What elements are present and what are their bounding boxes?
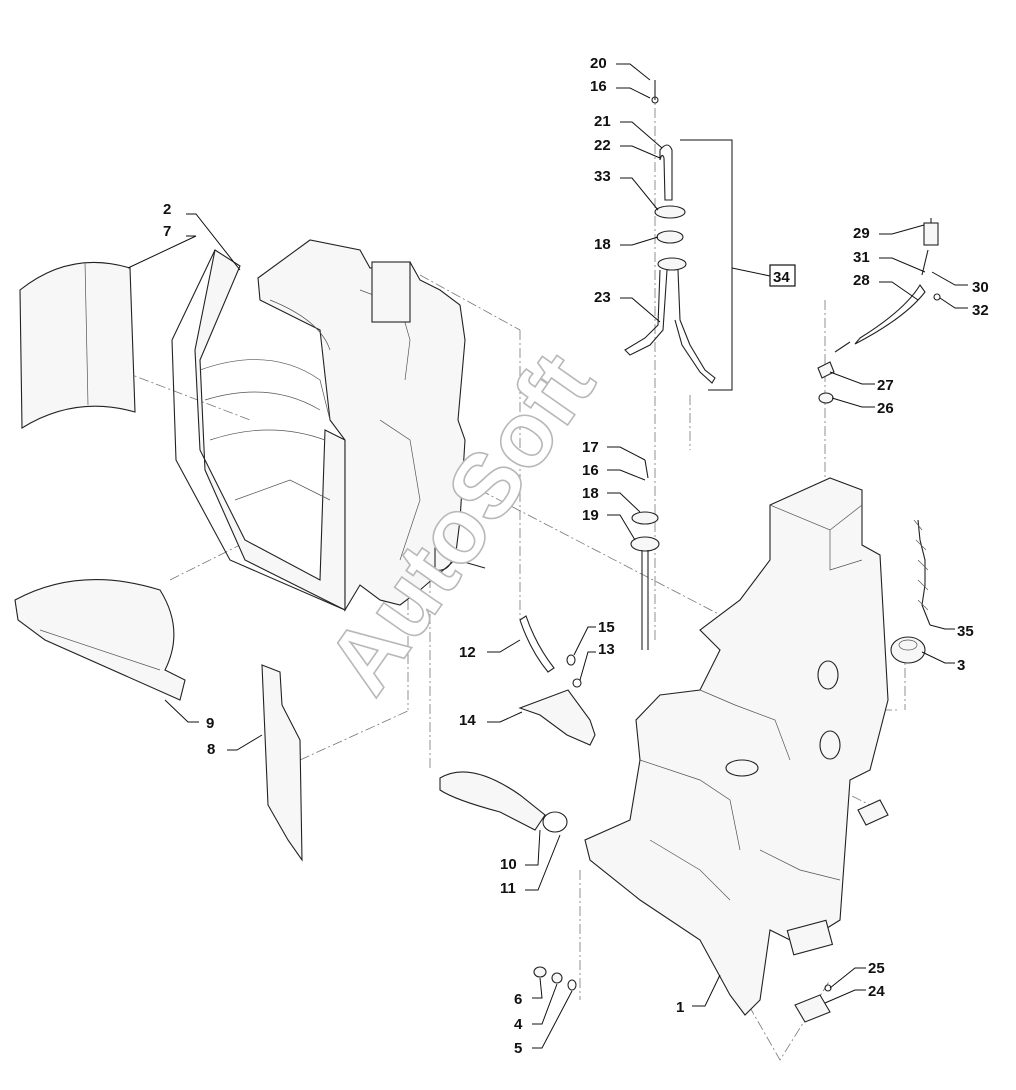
callout-34: 34 <box>773 269 790 286</box>
callout-18a: 18 <box>594 236 611 253</box>
callout-11: 11 <box>500 880 516 897</box>
callout-19: 19 <box>582 507 599 524</box>
callout-16a: 16 <box>590 78 607 95</box>
callout-2: 2 <box>163 201 171 218</box>
callout-14: 14 <box>459 712 476 729</box>
callout-17: 17 <box>582 439 599 456</box>
sender-assembly-34 <box>624 80 733 391</box>
callout-20: 20 <box>590 55 607 72</box>
heat-shield-8 <box>261 664 303 862</box>
callout-26: 26 <box>877 400 894 417</box>
insulation-pad-7 <box>19 261 136 429</box>
callout-25: 25 <box>868 960 885 977</box>
hose-10 <box>439 771 546 831</box>
callout-35: 35 <box>957 623 974 640</box>
callout-32: 32 <box>972 302 989 319</box>
vent-assembly <box>817 218 941 404</box>
center-parts <box>439 459 660 833</box>
callout-22: 22 <box>594 137 611 154</box>
callout-34-box <box>769 264 796 287</box>
bottom-pad-9 <box>14 579 186 701</box>
callout-23: 23 <box>594 289 611 306</box>
callout-15: 15 <box>598 619 615 636</box>
callout-12: 12 <box>459 644 476 661</box>
callout-27: 27 <box>877 377 894 394</box>
callout-24: 24 <box>868 983 885 1000</box>
callout-30: 30 <box>972 279 989 296</box>
right-tank-assembly <box>533 477 931 1023</box>
callout-33: 33 <box>594 168 611 185</box>
callout-8: 8 <box>207 741 215 758</box>
callout-1: 1 <box>676 999 684 1016</box>
callout-labels: 2 7 9 8 12 15 13 14 10 11 17 16 18 19 20… <box>127 55 989 1057</box>
callout-28: 28 <box>853 272 870 289</box>
chain-35 <box>917 519 931 626</box>
callout-10: 10 <box>500 856 517 873</box>
callout-21: 21 <box>594 113 611 130</box>
callout-16b: 16 <box>582 462 599 479</box>
left-tank-assembly <box>14 239 486 862</box>
callout-29: 29 <box>853 225 870 242</box>
callout-18b: 18 <box>582 485 599 502</box>
callout-6: 6 <box>514 991 522 1008</box>
filler-neck-block <box>371 261 411 323</box>
callout-4: 4 <box>514 1016 523 1033</box>
bracket-14 <box>518 689 596 746</box>
callout-7: 7 <box>163 223 171 240</box>
callout-5: 5 <box>514 1040 522 1057</box>
callout-3: 3 <box>957 657 965 674</box>
callout-31: 31 <box>853 249 870 266</box>
right-tank-body <box>584 477 889 1016</box>
callout-9: 9 <box>206 715 214 732</box>
callout-13: 13 <box>598 641 615 658</box>
